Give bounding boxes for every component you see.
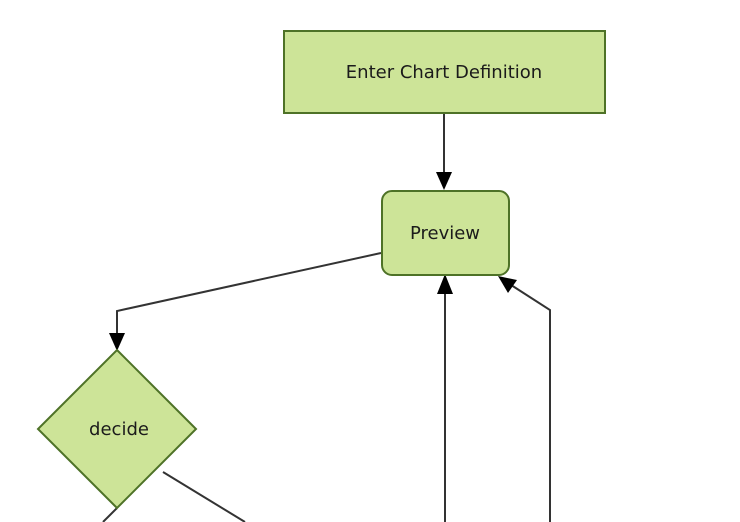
arrowhead-icon bbox=[436, 172, 452, 190]
edge-decide-bottom-out bbox=[102, 507, 118, 522]
node-shape-diamond[interactable] bbox=[36, 348, 198, 510]
node-enter-chart-definition[interactable]: Enter Chart Definition bbox=[283, 30, 606, 114]
arrowhead-icon bbox=[437, 274, 453, 294]
edge-layer bbox=[102, 114, 551, 522]
edge-enter-to-preview bbox=[436, 114, 452, 190]
edge-line bbox=[116, 252, 382, 341]
node-layer: Enter Chart Definition Preview decide bbox=[36, 30, 606, 510]
node-label: Preview bbox=[410, 223, 480, 244]
arrowhead-icon bbox=[109, 333, 125, 351]
edge-line bbox=[507, 282, 551, 522]
edge-decide-right-out bbox=[162, 471, 246, 522]
node-decide[interactable]: decide bbox=[36, 348, 198, 510]
node-shape-rectangle[interactable] bbox=[283, 30, 606, 114]
edge-line bbox=[162, 471, 246, 522]
node-preview[interactable]: Preview bbox=[381, 190, 510, 276]
edge-preview-to-decide bbox=[109, 252, 382, 351]
edge-bottom-center-to-preview bbox=[437, 274, 453, 522]
edge-line bbox=[102, 507, 118, 522]
edge-bottom-right-to-preview bbox=[498, 276, 551, 522]
node-label: decide bbox=[89, 419, 149, 440]
node-label: Enter Chart Definition bbox=[346, 62, 542, 83]
node-shape-rounded-rectangle[interactable] bbox=[381, 190, 510, 276]
arrowhead-icon bbox=[498, 276, 517, 293]
